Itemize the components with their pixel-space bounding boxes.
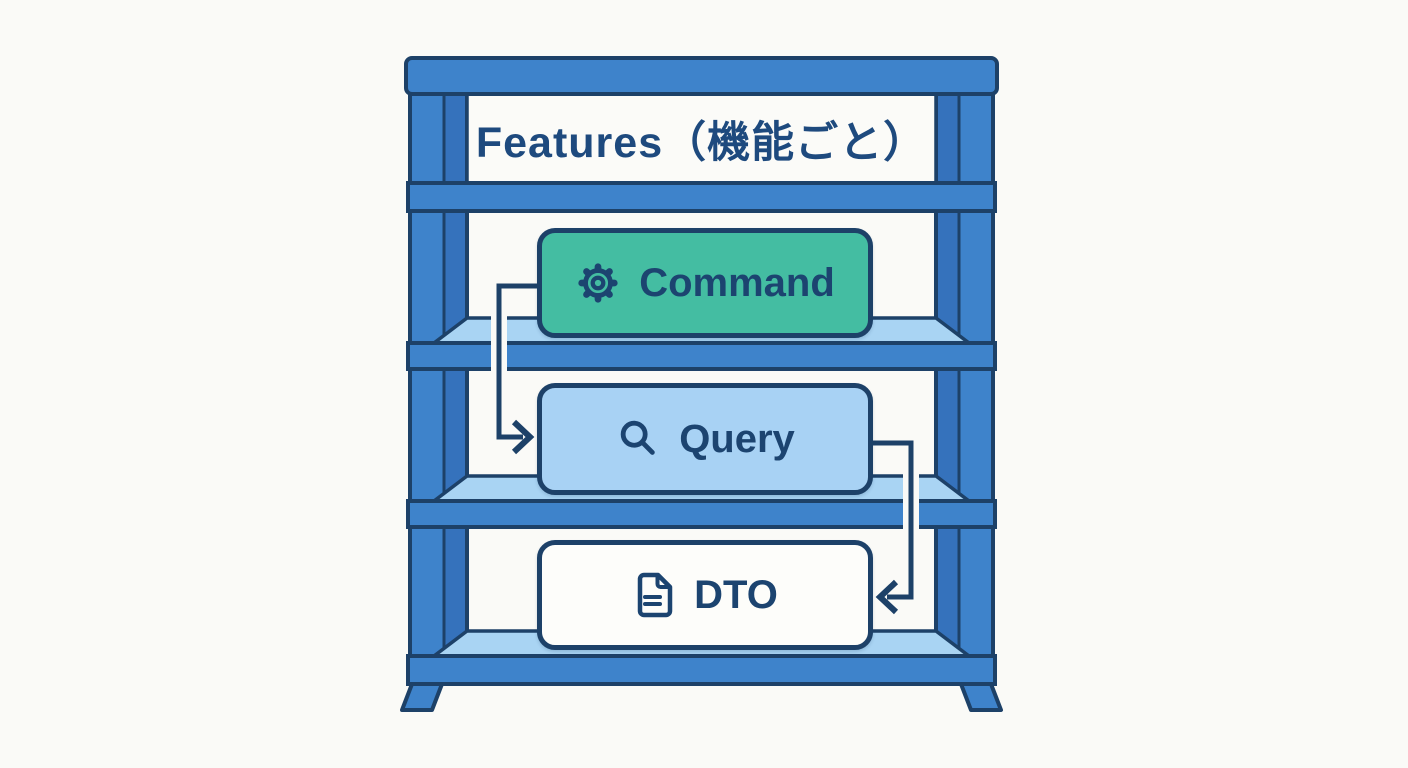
document-icon: [632, 571, 676, 619]
shelf-right-post: [934, 58, 995, 686]
title-panel: [465, 92, 938, 185]
shelf-board-1: [406, 181, 997, 213]
node-dto: DTO: [537, 540, 873, 650]
shelf-right-foot: [959, 682, 1003, 712]
shelf-left-foot: [400, 682, 444, 712]
node-command: Command: [537, 228, 873, 338]
arrow-command-to-query: [491, 278, 541, 458]
shelf-left-post: [408, 58, 469, 686]
diagram-title: Features（機能ごと）: [475, 118, 928, 167]
shelf-top-bar: [404, 56, 999, 96]
node-query-label: Query: [679, 416, 795, 461]
node-query: Query: [537, 383, 873, 495]
node-command-label: Command: [639, 260, 835, 305]
arrow-query-to-dto: [869, 435, 919, 618]
gear-icon: [575, 260, 621, 306]
node-dto-label: DTO: [694, 572, 778, 617]
search-icon: [615, 416, 661, 462]
